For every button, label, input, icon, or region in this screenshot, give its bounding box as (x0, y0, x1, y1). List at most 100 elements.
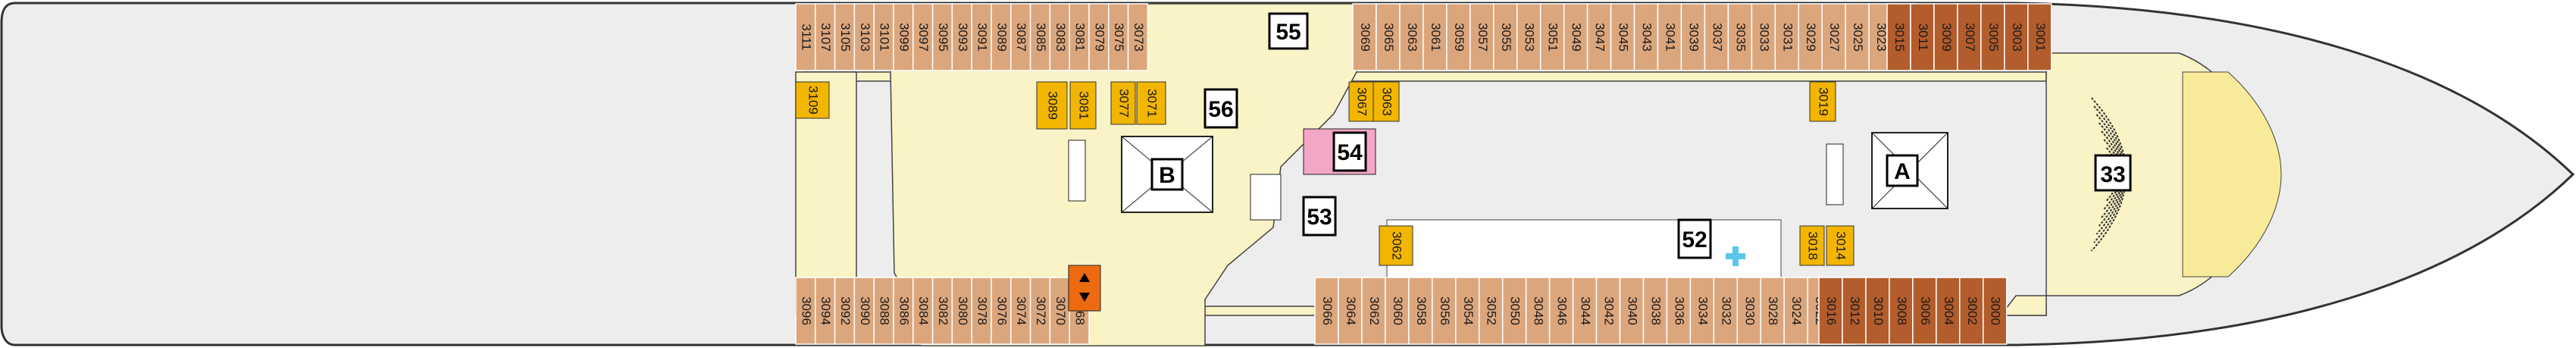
cabin-number: 3029 (1804, 23, 1818, 52)
cabin-cell (1642, 277, 1668, 345)
cabin-number: 3095 (936, 23, 950, 52)
medical-cross-icon (1726, 246, 1745, 266)
cabin-cell (1751, 3, 1776, 71)
cabin-cell (1572, 277, 1598, 345)
cabin-cell (971, 3, 992, 71)
cabin-number: 3057 (1476, 23, 1490, 52)
area-56-label: 56 (1208, 97, 1233, 122)
cabin-number: 3056 (1438, 296, 1452, 325)
suite-cabin-number: 3063 (1380, 87, 1394, 116)
cabin-cell (1563, 3, 1588, 71)
cabin-cell (1493, 3, 1518, 71)
cabin-cell (1798, 3, 1823, 71)
cabin-cell (971, 277, 992, 345)
cabin-number: 3033 (1757, 23, 1771, 52)
cabin-cell (834, 3, 856, 71)
cabin-cell (1010, 3, 1031, 71)
cabin-number: 3007 (1963, 23, 1977, 52)
cabin-cell (795, 277, 816, 345)
cabin-cell (1470, 3, 1495, 71)
cabin-number: 3069 (1358, 23, 1373, 52)
suite-cabin-number: 3081 (1077, 91, 1091, 120)
cabin-number: 3040 (1625, 296, 1639, 325)
cabin-number: 3037 (1710, 23, 1724, 52)
elevator-a-label: A (1894, 159, 1911, 184)
cabin-number: 3080 (956, 296, 970, 325)
cabin-number: 3012 (1848, 296, 1862, 325)
cabin-cell (1821, 3, 1846, 71)
cabin-number: 3084 (916, 296, 931, 325)
suite-cabin (1373, 81, 1400, 122)
cabin-cell (1865, 277, 1890, 345)
cabin-cell (1689, 277, 1715, 345)
suite-cabin-number: 3062 (1390, 231, 1404, 260)
suite-cabin (795, 81, 830, 119)
cabin-number: 3101 (878, 23, 892, 52)
cabin-number: 3023 (1874, 23, 1889, 52)
stairwell (1068, 140, 1844, 221)
area-54-label: 54 (1337, 140, 1363, 165)
cabin-number: 3009 (1939, 23, 1954, 52)
cabin-cell (1586, 3, 1612, 71)
cabin-number: 3088 (878, 296, 892, 325)
cabin-cell (1432, 277, 1457, 345)
cabin-number: 3063 (1405, 23, 1419, 52)
cabin-number: 3038 (1648, 296, 1663, 325)
cabin-cell (2027, 3, 2052, 71)
area-53-box: 53 (1302, 196, 1337, 237)
cabin-cell (834, 277, 856, 345)
area-55-label: 55 (1275, 20, 1301, 45)
cabin-cell (1446, 3, 1471, 71)
cabin-cell (1069, 3, 1090, 71)
suite-cabin (1826, 225, 1855, 266)
elevator-a: A (1871, 132, 1948, 209)
suite-cabin (1799, 225, 1825, 266)
cabin-cell (1727, 3, 1753, 71)
suite-cabin-number: 3077 (1117, 89, 1131, 118)
cabin-number: 3050 (1508, 296, 1523, 325)
cabin-cell (1736, 277, 1761, 345)
cabin-number: 3087 (1014, 23, 1028, 52)
cabin-number: 3044 (1579, 296, 1593, 325)
cabin-number: 3062 (1367, 296, 1382, 325)
cabin-cell (1088, 3, 1110, 71)
cabin-cell (1666, 277, 1692, 345)
cabin-number: 3025 (1851, 23, 1865, 52)
suite-cabin (1069, 81, 1097, 130)
suite-cabin (1348, 81, 1374, 122)
cabin-number: 3055 (1499, 23, 1513, 52)
cabin-number: 3004 (1942, 296, 1956, 325)
area-54-box: 54 (1332, 131, 1367, 172)
suite-cabin-number: 3071 (1145, 89, 1160, 118)
cabin-number: 3027 (1827, 23, 1842, 52)
cabin-number: 3045 (1617, 23, 1631, 52)
cabin-cell (2004, 3, 2029, 71)
cabin-cell (1376, 3, 1401, 71)
cabin-cell (873, 277, 894, 345)
cabin-number: 3091 (975, 23, 990, 52)
cabin-cell (1352, 3, 1377, 71)
cabin-number: 3000 (1989, 296, 2003, 325)
cabin-number: 3054 (1461, 296, 1476, 325)
cabin-cell (1842, 277, 1867, 345)
suite-cabin-number: 3109 (806, 86, 821, 114)
cabin-number: 3092 (838, 296, 853, 325)
cabin-number: 3051 (1546, 23, 1560, 52)
cabin-cell (1338, 277, 1363, 345)
cabin-number: 3028 (1766, 296, 1780, 325)
cabin-number: 3107 (818, 23, 833, 52)
suite-cabin-number: 3019 (1817, 87, 1831, 116)
cabin-number: 3043 (1640, 23, 1654, 52)
cabin-number: 3053 (1523, 23, 1537, 52)
cabin-cell (1704, 3, 1729, 71)
cabin-number: 3082 (936, 296, 950, 325)
cabin-number: 3047 (1593, 23, 1607, 52)
cabin-number: 3049 (1570, 23, 1584, 52)
cabin-number: 3031 (1780, 23, 1795, 52)
cabin-cell (1713, 277, 1739, 345)
cabin-number: 3075 (1112, 23, 1126, 52)
